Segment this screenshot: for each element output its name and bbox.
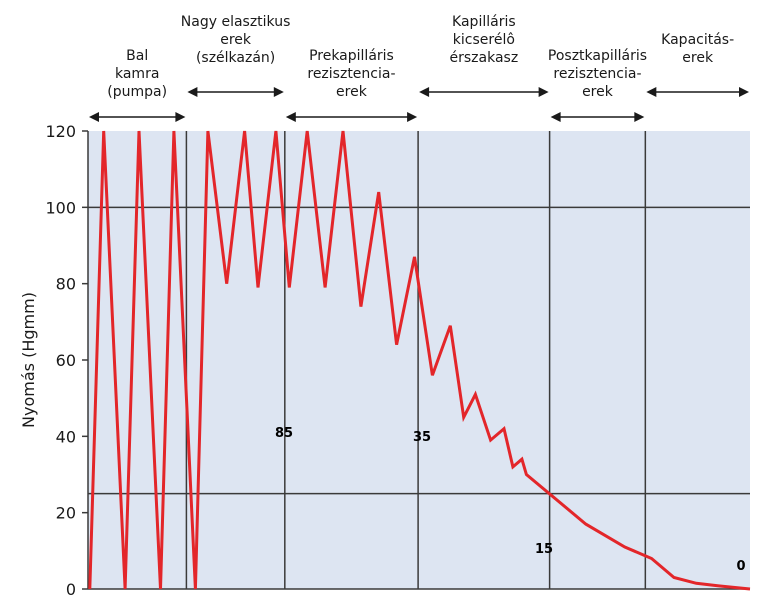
annotation-label: 0: [736, 559, 745, 574]
annotation-label: 85: [275, 426, 293, 441]
segment-label-line: Kapilláris: [452, 14, 516, 30]
arrow-right-icon: [175, 112, 186, 122]
arrow-right-icon: [538, 87, 549, 97]
arrow-right-icon: [273, 87, 284, 97]
segment-header-3: Kapilláris kicserélô érszakasz: [419, 14, 549, 97]
segment-label-line: Posztkapilláris: [548, 48, 647, 64]
y-tick-label: 80: [56, 275, 76, 294]
arrow-left-icon: [550, 112, 561, 122]
y-tick-label: 100: [45, 198, 76, 217]
arrow-left-icon: [646, 87, 657, 97]
arrow-right-icon: [634, 112, 645, 122]
arrow-right-icon: [739, 87, 749, 97]
segment-label-line: Kapacitás-: [661, 32, 734, 48]
y-axis: 0 20 40 60 80 100 120: [45, 122, 88, 599]
annotation-label: 15: [535, 542, 553, 557]
segment-label-line: erek: [582, 84, 614, 100]
arrow-left-icon: [419, 87, 430, 97]
segment-label-line: rezisztencia-: [553, 66, 641, 82]
segment-label-line: (pumpa): [107, 84, 167, 100]
y-tick-label: 40: [56, 427, 76, 446]
segment-label-line: (szélkazán): [196, 50, 275, 66]
segment-label-line: erek: [682, 50, 714, 66]
annotation-label: 35: [413, 430, 431, 445]
segment-label-line: erek: [336, 84, 368, 100]
segment-label-line: Prekapilláris: [309, 48, 394, 64]
annotations: 85 35 15 0: [275, 426, 746, 574]
segment-label-line: Nagy elasztikus: [181, 14, 291, 30]
segment-header-4: Posztkapilláris rezisztencia-erek: [548, 48, 647, 122]
arrow-left-icon: [285, 112, 296, 122]
segment-header-5: Kapacitás-erek: [646, 32, 749, 97]
segment-label-line: erek: [220, 32, 252, 48]
segment-header-0: Bal kamra (pumpa): [89, 48, 186, 122]
segment-header-1: Nagy elasztikus erek (szélkazán): [181, 14, 291, 97]
y-tick-label: 20: [56, 504, 76, 523]
y-tick-label: 120: [45, 122, 76, 141]
y-tick-label: 0: [66, 580, 76, 599]
segment-label-line: rezisztencia-: [307, 66, 395, 82]
y-axis-label: Nyomás (Hgmm): [19, 292, 38, 428]
segment-label-line: érszakasz: [450, 50, 519, 66]
arrow-left-icon: [187, 87, 198, 97]
plot-area: [88, 131, 750, 589]
y-tick-label: 60: [56, 351, 76, 370]
segment-label-line: kamra: [115, 66, 159, 82]
pressure-line-0: [88, 130, 751, 591]
segment-label-line: Bal: [126, 48, 148, 64]
segment-label-line: kicserélô: [453, 32, 515, 48]
arrow-right-icon: [407, 112, 418, 122]
grid-lines: [87, 131, 750, 590]
arrow-left-icon: [89, 112, 99, 122]
series-layer: [88, 130, 751, 591]
segment-header-2: Prekapilláris rezisztencia-erek: [285, 48, 418, 122]
segment-headers: Bal kamra (pumpa) Nagy elasztikus erek (szélk…: [89, 14, 749, 122]
